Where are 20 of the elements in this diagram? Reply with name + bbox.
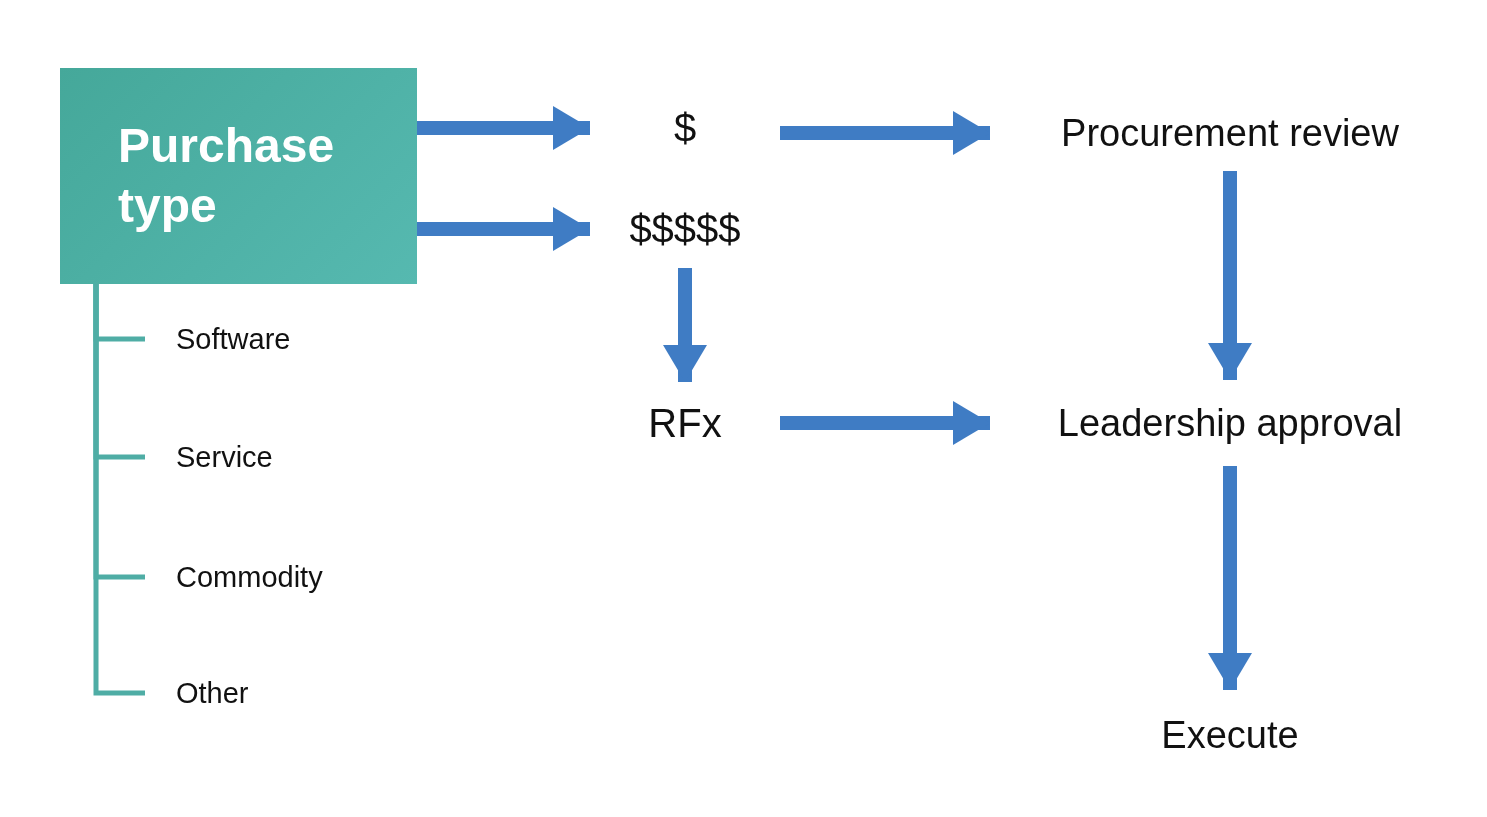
arrow <box>417 207 590 251</box>
list-item-label: Service <box>176 440 273 474</box>
arrow <box>417 106 590 150</box>
node-label: RFx <box>648 400 722 446</box>
arrow <box>780 111 990 155</box>
node-label: $ <box>673 105 697 151</box>
process-box <box>60 68 417 284</box>
arrow <box>1208 171 1252 380</box>
arrow <box>1208 466 1252 690</box>
node-label: Leadership approval <box>1057 401 1403 445</box>
node-label: Purchase type <box>118 118 336 234</box>
tree-connector <box>93 284 145 696</box>
node-label: $$$$$ <box>629 206 741 252</box>
list-item-label: Other <box>176 676 249 710</box>
node-label: Execute <box>1161 713 1299 757</box>
list-item-label: Commodity <box>176 560 323 594</box>
list-item-label: Software <box>176 322 291 356</box>
arrow <box>663 268 707 382</box>
arrow <box>780 401 990 445</box>
node-label: Procurement review <box>1061 111 1399 155</box>
